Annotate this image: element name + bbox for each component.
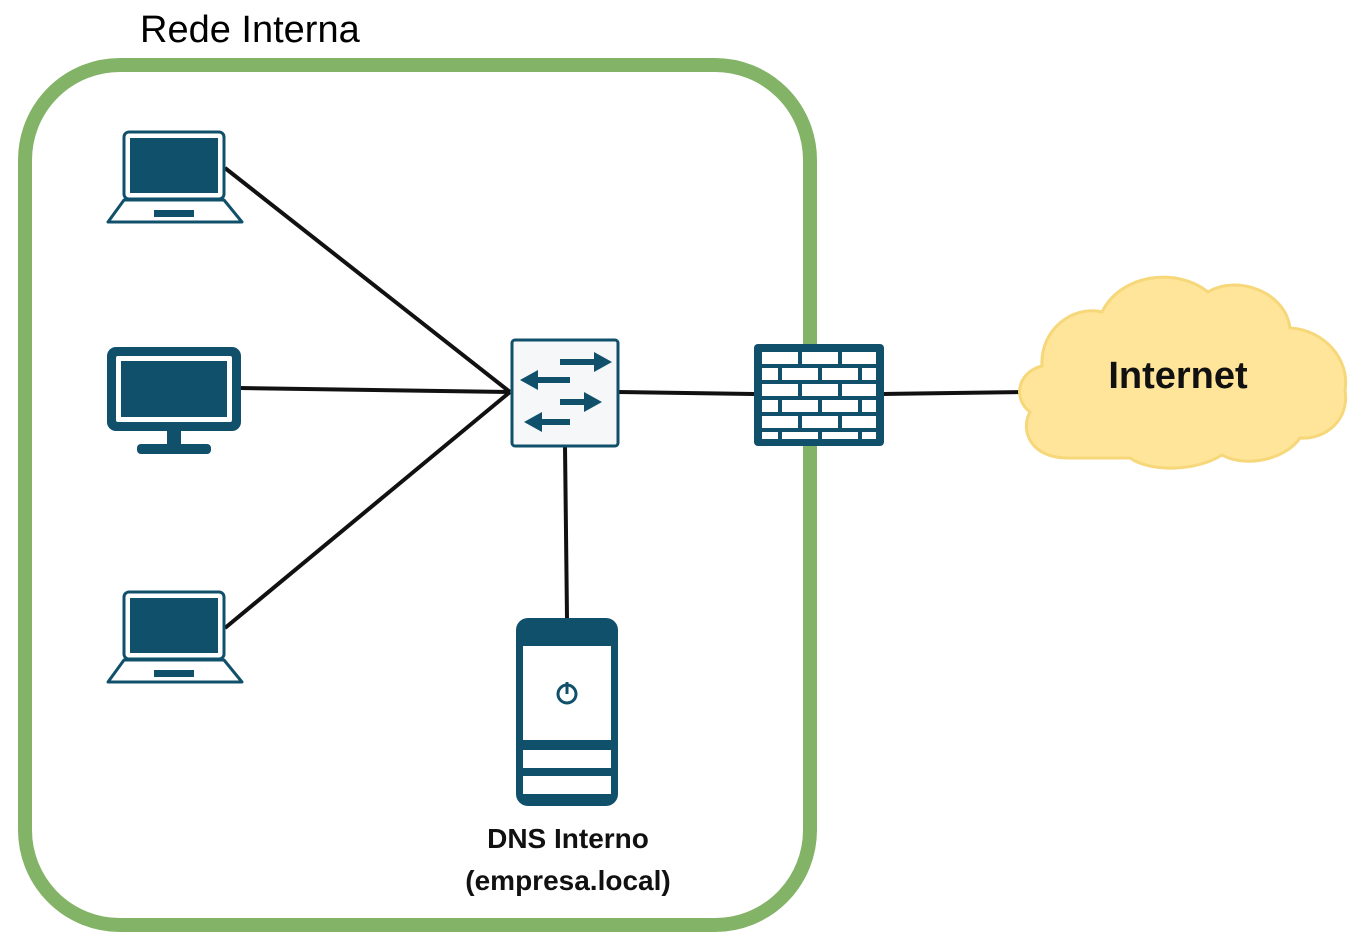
cloud-icon xyxy=(1018,275,1348,470)
desktop-monitor-icon xyxy=(107,347,241,454)
laptop-icon xyxy=(106,130,244,224)
server-label-domain: (empresa.local) xyxy=(465,865,670,896)
link-switch-server xyxy=(563,445,569,619)
link-firewall-internet xyxy=(883,390,1026,396)
internal-network-boundary xyxy=(18,58,817,932)
connections xyxy=(223,166,1026,630)
server-label-name: DNS Interno xyxy=(487,823,649,854)
laptop-icon xyxy=(106,590,244,684)
firewall-icon xyxy=(754,344,884,446)
link-laptop2-switch xyxy=(223,390,512,630)
server-icon xyxy=(516,618,618,806)
internet-label: Internet xyxy=(1108,355,1248,397)
link-switch-firewall xyxy=(617,390,755,396)
link-desktop-switch xyxy=(239,386,511,394)
link-laptop1-switch xyxy=(223,166,512,394)
switch-icon xyxy=(510,338,620,448)
diagram-title: Rede Interna xyxy=(140,9,361,51)
